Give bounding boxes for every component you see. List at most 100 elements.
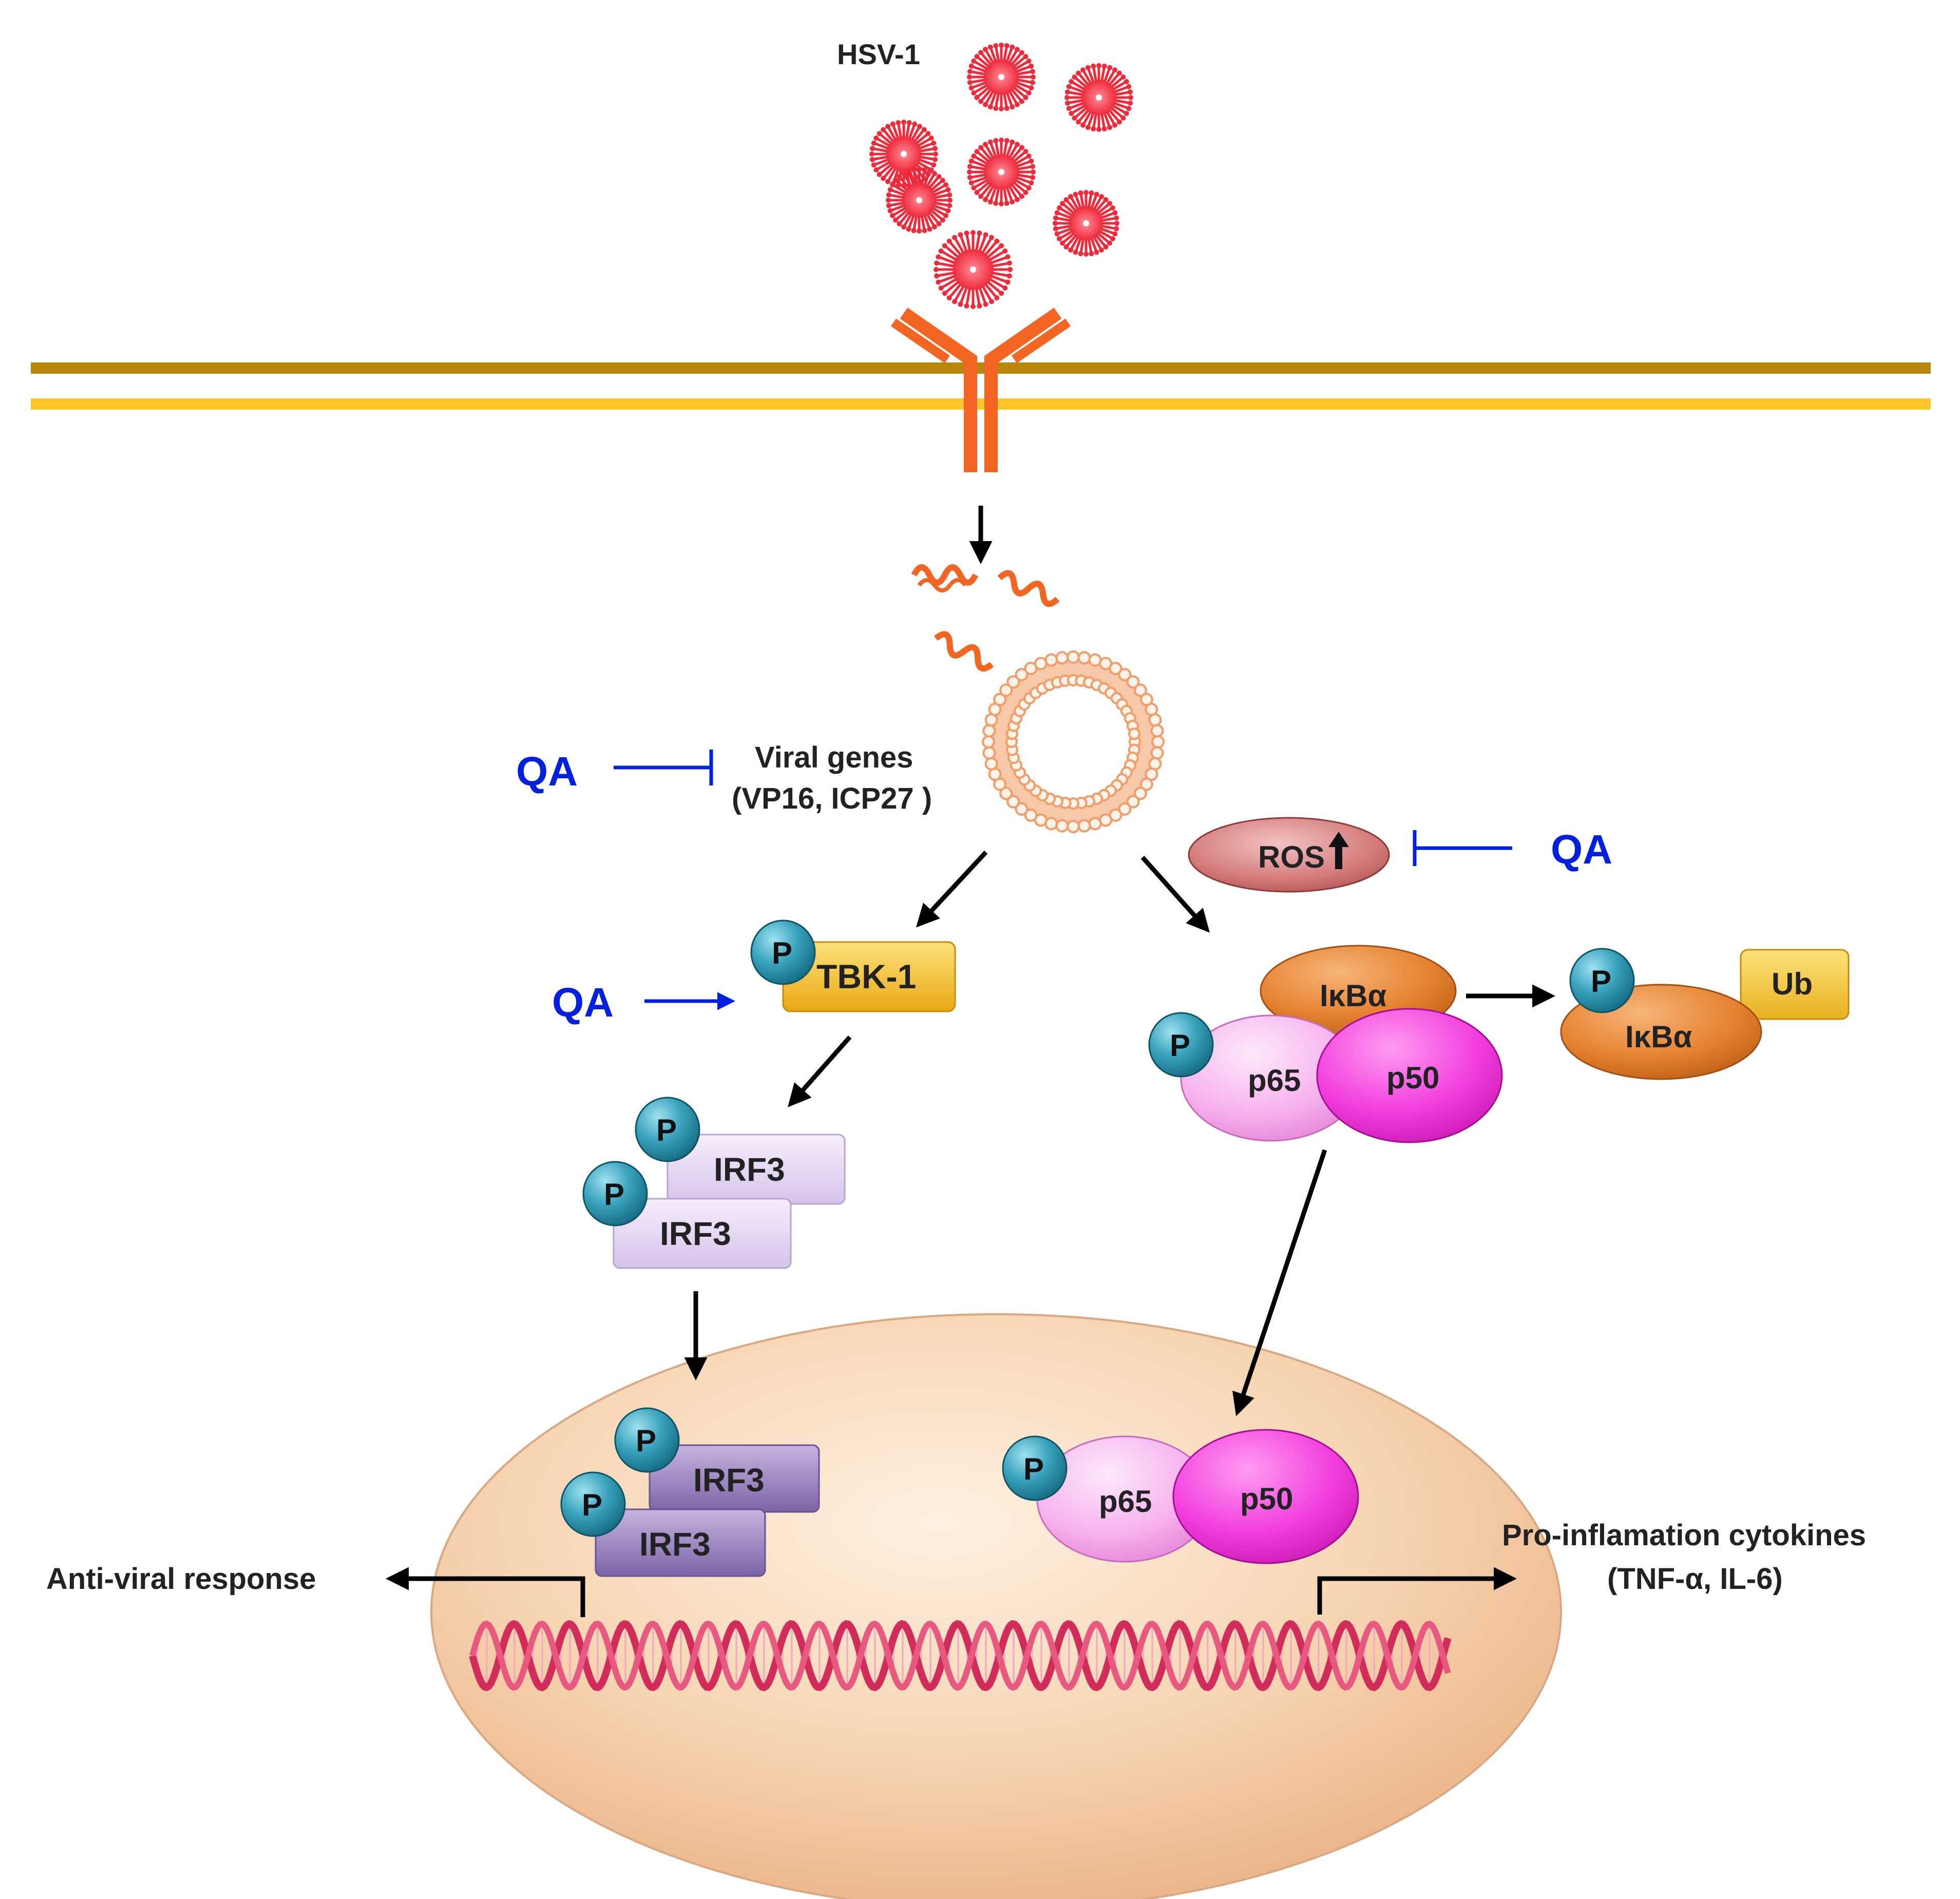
virus-spike-tip (1030, 175, 1036, 180)
p65-label: p65 (1248, 1063, 1301, 1098)
virus-spike-tip (1004, 106, 1010, 111)
virus-spike-tip (978, 99, 984, 104)
virus-spike-tip (1069, 79, 1074, 84)
virus-spike-tip (928, 136, 934, 141)
virus-spike-tip (958, 232, 963, 238)
virus-spike-tip (987, 139, 993, 145)
virus-spike-tip (943, 213, 948, 218)
arrow-antiviral-output (386, 1567, 585, 1617)
virus-spike-tip (943, 182, 948, 187)
virus-spike-tip (987, 44, 993, 50)
virus-spike-tip (947, 203, 953, 208)
virus-spike-tip (877, 171, 882, 177)
virus-spike-tip (1078, 251, 1083, 257)
lipid-head-outer (1150, 746, 1164, 760)
lipid-head-outer (982, 746, 996, 760)
virus-spike-tip (936, 254, 941, 260)
lipid-head-inner (1128, 727, 1140, 740)
virus-spike-tip (1112, 67, 1117, 73)
dna-helix-icon (469, 1620, 1452, 1692)
ikba-label: IκBα (1320, 979, 1386, 1013)
virus-spike-tip (1112, 122, 1117, 128)
virus-spike-tip (871, 162, 877, 168)
virus-spike-tip (896, 120, 901, 125)
virus-spike-tip (964, 303, 969, 309)
virus-spike-tip (952, 235, 957, 240)
lipid-head-outer (1067, 650, 1080, 664)
qa-label-tbk1: QA (552, 980, 614, 1025)
irf3-label-front: IRF3 (660, 1215, 731, 1252)
phospho-label: P (656, 1113, 677, 1147)
virus-spike-tip (1107, 201, 1112, 206)
virus-spike-tip (1116, 70, 1122, 76)
virus-spike-tip (1085, 125, 1091, 130)
virus-spike-tip (983, 197, 988, 202)
virus-spike-tip (1073, 250, 1078, 255)
lipid-head-outer (982, 724, 996, 738)
tbk1-label: TBK-1 (816, 957, 916, 995)
virus-spike-tip (893, 178, 899, 183)
lipid-head-outer (1133, 787, 1147, 800)
phospho-ball-icon (1002, 1435, 1068, 1501)
virus-spike-tip (974, 189, 980, 195)
lipid-head-outer (1077, 819, 1091, 833)
virus-spike-tip (1083, 252, 1089, 257)
virus-spike-tip (932, 171, 937, 177)
virus-spike-tip (1094, 250, 1099, 255)
virus-spike-tip (952, 299, 957, 304)
virus-spike-tip (934, 267, 939, 272)
virus-spike-tip (971, 154, 977, 159)
virus-spike-tip (968, 63, 974, 69)
virus-spike-tip (999, 201, 1004, 206)
virus-spike-tip (925, 131, 931, 137)
virus-spike-tip (1002, 285, 1008, 291)
virus-spike-tip (1112, 210, 1118, 216)
qa-label-ros: QA (1551, 827, 1612, 872)
virus-spike-tip (1015, 47, 1020, 52)
virus-spike-tip (917, 228, 922, 234)
virus-spike-tip (1026, 154, 1032, 159)
virus-spike-tip (1029, 63, 1034, 69)
virus-spike-tip (989, 299, 994, 304)
virus-spike-tip (869, 151, 874, 157)
viral-genes-title: Viral genes (755, 741, 913, 774)
phospho-ball-icon (750, 919, 816, 985)
virus-spike-tip (1006, 260, 1012, 266)
virus-spike-tip (994, 295, 1000, 301)
virus-spike-tip (912, 121, 918, 127)
p50-nuclear-label: p50 (1240, 1482, 1293, 1516)
lipid-head-outer (984, 757, 998, 771)
virus-spike-tip (1015, 197, 1020, 202)
virus-spike-tip (1004, 138, 1010, 143)
virus-spike-tip (978, 50, 984, 55)
virus-spike-tip (1103, 244, 1109, 250)
p50-label: p50 (1386, 1061, 1439, 1095)
virus-spike-tip (1072, 115, 1077, 121)
virus-spike-tip (936, 221, 942, 226)
ring-membrane (992, 661, 1154, 823)
phospho-label: P (772, 936, 792, 970)
virus-spike-tip (1031, 169, 1036, 175)
virus-center (970, 266, 976, 273)
virus-spike-tip (927, 226, 933, 232)
phospho-label: P (582, 1488, 602, 1522)
virus-spike-tip (901, 224, 906, 229)
virus-spike-tip (1031, 74, 1036, 80)
virus-spike-tip (1010, 139, 1015, 145)
phospho-ball-icon (635, 1097, 700, 1162)
virus-spike-tip (994, 238, 1000, 244)
viral-dna-fragments-icon (911, 564, 1060, 672)
virus-spike-tip (1064, 95, 1070, 100)
virus-spike-tip (1063, 244, 1069, 250)
virus-spike-tip (1063, 197, 1069, 203)
virus-spike-tip (967, 164, 973, 169)
virus-spike-tip (881, 176, 886, 181)
virus-spike-tip (917, 167, 922, 172)
virus-spike-tip (890, 182, 896, 187)
virus-spike-tip (922, 228, 927, 234)
antiviral-response-label: Anti-viral response (46, 1562, 316, 1596)
virus-spike-tip (869, 146, 875, 151)
lipid-head-outer (1151, 735, 1165, 749)
virus-center (998, 74, 1004, 80)
up-arrow-icon (1328, 832, 1349, 869)
